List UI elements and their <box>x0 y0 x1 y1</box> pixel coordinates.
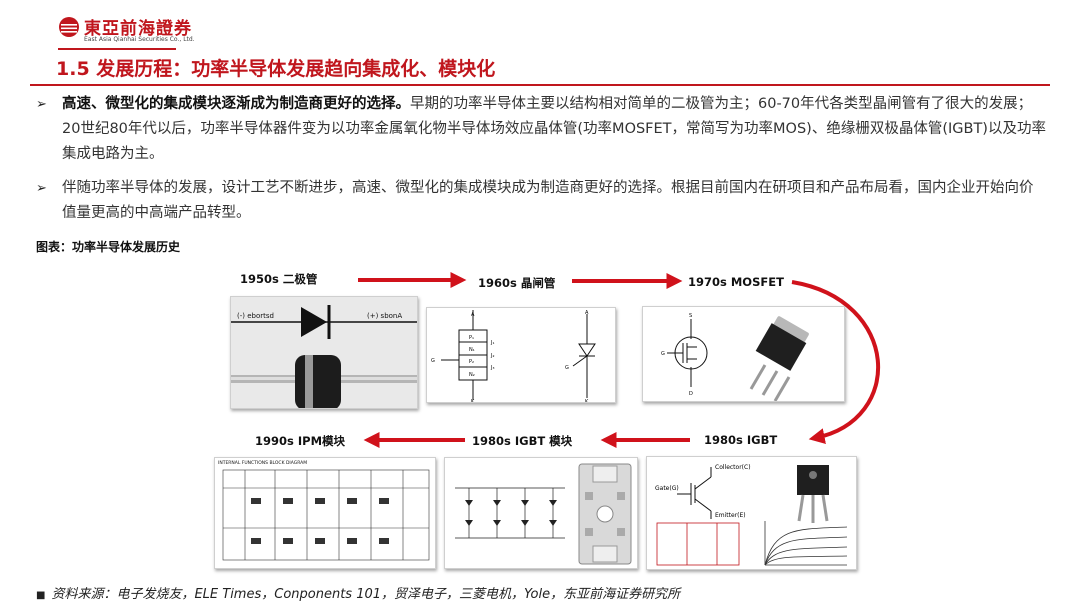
module-package-icon <box>578 463 632 565</box>
ipm-diagram: INTERNAL FUNCTIONS BLOCK DIAGRAM <box>214 457 436 569</box>
svg-text:K: K <box>585 399 589 403</box>
bullet-item-1: ➢ 高速、微型化的集成模块逐渐成为制造商更好的选择。早期的功率半导体主要以结构相… <box>36 92 1046 167</box>
igbt-circuit-schematic <box>656 522 740 566</box>
svg-text:A: A <box>471 312 475 318</box>
diode-label-left: (-) ebortsd <box>237 312 274 320</box>
bullet-arrow-icon: ➢ <box>36 97 47 112</box>
stage-label-1950s: 1950s 二极管 <box>240 272 318 286</box>
svg-text:D: D <box>689 391 693 397</box>
svg-text:K: K <box>471 399 475 403</box>
bullet-item-2: ➢ 伴随功率半导体的发展，设计工艺不断进步，高速、微型化的集成模块成为制造商更好… <box>36 176 1046 226</box>
to247-package-icon <box>797 465 829 523</box>
svg-text:G: G <box>661 351 665 357</box>
square-bullet-icon: ■ <box>36 590 46 601</box>
svg-text:P₂: P₂ <box>469 359 474 365</box>
ipm-title: INTERNAL FUNCTIONS BLOCK DIAGRAM <box>218 460 307 466</box>
stage-label-1990s: 1990s IPM模块 <box>255 434 346 448</box>
diode-label-right: (+) sbonA <box>367 312 402 320</box>
stage-label-1970s: 1970s MOSFET <box>688 275 784 289</box>
svg-text:N₁: N₁ <box>469 347 475 353</box>
bullet-arrow-icon: ➢ <box>36 181 47 196</box>
diode-body-icon <box>295 355 341 408</box>
to220-package-icon <box>749 316 809 401</box>
logo-underline <box>58 48 176 50</box>
svg-text:Collector(C): Collector(C) <box>715 464 751 471</box>
svg-text:Emitter(E): Emitter(E) <box>715 512 746 519</box>
page-title: 1.5 发展历程：功率半导体发展趋向集成化、模块化 <box>56 58 496 80</box>
mosfet-image: S G D <box>642 306 845 402</box>
source-note: ■ 资料来源：电子发烧友，ELE Times，Conponents 101，贸泽电… <box>36 583 680 602</box>
svg-text:A: A <box>585 310 589 316</box>
logo-name-cn: 東亞前海證券 <box>84 19 192 39</box>
bullet-lead: 高速、微型化的集成模块逐渐成为制造商更好的选择。 <box>62 96 410 112</box>
bullet-text: 伴随功率半导体的发展，设计工艺不断进步，高速、微型化的集成模块成为制造商更好的选… <box>62 176 1046 226</box>
stage-label-1980s-igbt: 1980s IGBT <box>704 433 778 447</box>
svg-text:Gate(G): Gate(G) <box>655 485 679 492</box>
igbt-image: Collector(C) Gate(G) Emitter(E) <box>646 456 857 570</box>
igbt-iv-curve <box>764 521 848 566</box>
svg-text:G: G <box>565 365 569 371</box>
bullet-body: 伴随功率半导体的发展，设计工艺不断进步，高速、微型化的集成模块成为制造商更好的选… <box>62 180 1034 221</box>
title-divider <box>30 84 1050 86</box>
svg-text:J₁: J₁ <box>490 340 494 346</box>
svg-text:G: G <box>431 358 435 364</box>
bullet-body: 早期的功率半导体主要以结构相对简单的二极管为主；60-70年代各类型晶闸管有了很… <box>62 96 1046 162</box>
source-text: 资料来源：电子发烧友，ELE Times，Conponents 101，贸泽电子… <box>51 587 681 602</box>
logo-mark-icon <box>59 17 79 37</box>
diode-image: (-) ebortsd (+) sbonA <box>230 296 418 409</box>
diode-symbol-icon <box>301 307 327 337</box>
igbt-module-diagram <box>444 457 638 569</box>
svg-text:N₂: N₂ <box>469 372 475 378</box>
svg-text:J₃: J₃ <box>490 365 494 371</box>
svg-text:J₂: J₂ <box>490 353 494 359</box>
company-logo: 東亞前海證券 East Asia Qianhai Securities Co.,… <box>58 14 198 50</box>
stage-label-1980s-module: 1980s IGBT 模块 <box>472 434 573 448</box>
stage-label-1960s: 1960s 晶闸管 <box>478 276 556 290</box>
figure-label: 图表：功率半导体发展历史 <box>36 240 181 254</box>
svg-text:P₁: P₁ <box>469 335 474 341</box>
thyristor-diagram: A P₁ N₁ P₂ N₂ J₁ J₂ J₃ G K A G K <box>426 307 616 403</box>
thyristor-symbol-icon <box>578 343 596 357</box>
logo-name-en: East Asia Qianhai Securities Co., Ltd. <box>84 36 195 43</box>
bullet-text: 高速、微型化的集成模块逐渐成为制造商更好的选择。早期的功率半导体主要以结构相对简… <box>62 92 1046 167</box>
svg-text:S: S <box>689 313 692 319</box>
